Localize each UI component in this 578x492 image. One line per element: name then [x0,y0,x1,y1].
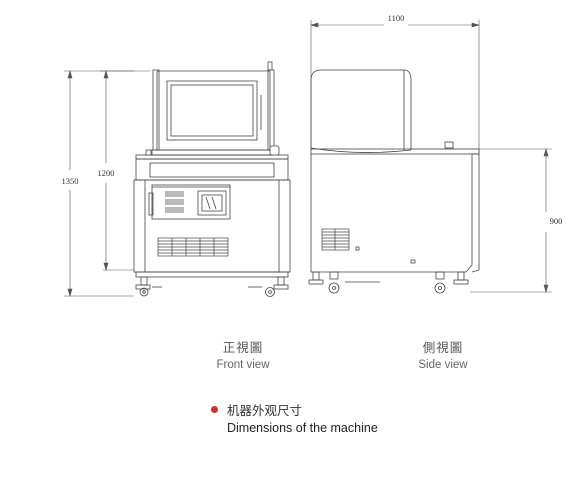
side-vents [321,228,350,251]
bullet-icon [211,406,218,413]
side-view-title-zh: 側視圖 [422,340,464,355]
front-feet [135,276,289,297]
note-title-zh: 机器外观尺寸 [227,403,303,418]
dimension-table-height: 900 [550,216,563,226]
note-title-en: Dimensions of the machine [227,421,378,435]
side-hood [310,69,412,150]
side-feet [308,271,469,294]
dimension-overall-height: 1350 [62,176,79,186]
front-view-drawing [133,61,291,297]
machine-drawing: 1350 1200 1100 900 [62,13,563,298]
front-vents [157,237,229,257]
side-view-drawing [308,69,480,294]
side-view-title-en: Side view [418,359,468,371]
monitor-screen [166,80,258,141]
dimension-overall-depth: 1100 [388,13,405,23]
side-body [310,154,473,273]
front-view-title-zh: 正視圖 [222,340,264,355]
side-view-caption: 側視圖 Side view [403,337,483,371]
front-view-caption: 正視圖 Front view [203,337,283,371]
dimension-body-height: 1200 [98,168,115,178]
front-view-title-en: Front view [216,359,270,371]
controller-box [151,184,231,220]
